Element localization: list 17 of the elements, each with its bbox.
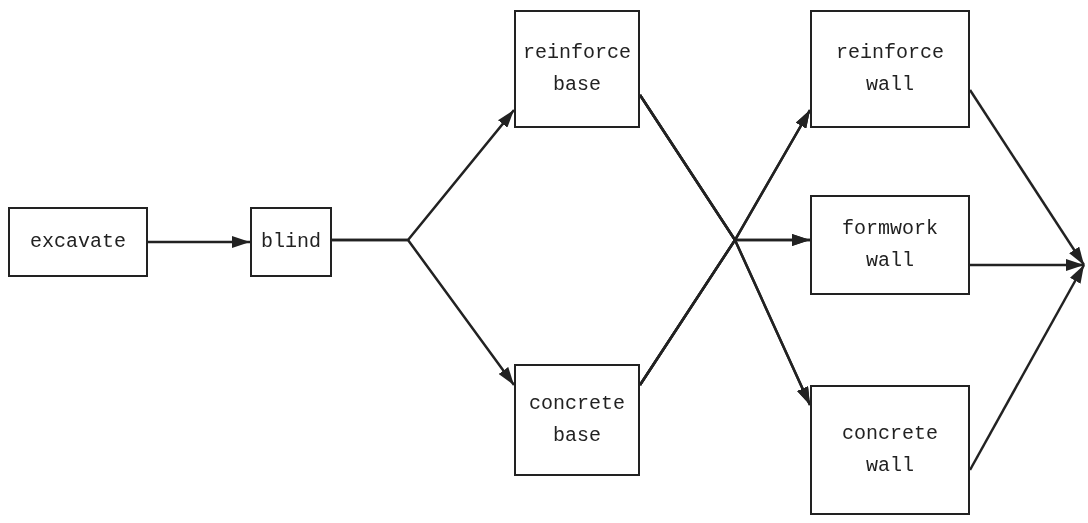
box-label: concrete wall — [841, 421, 939, 479]
box-label: concrete base — [528, 391, 626, 449]
process-box — [810, 10, 970, 128]
box-label: blind — [261, 229, 321, 255]
process-box — [514, 10, 640, 128]
arrow — [148, 236, 250, 248]
arrow — [970, 259, 1084, 271]
box-label: excavate — [30, 229, 126, 255]
arrow — [332, 238, 515, 386]
process-box — [8, 207, 148, 277]
process-box — [250, 207, 332, 277]
process-box — [514, 364, 640, 476]
box-label: reinforce base — [522, 40, 632, 98]
box-label: formwork wall — [841, 216, 939, 274]
box-label: reinforce wall — [835, 40, 945, 98]
process-box — [810, 385, 970, 515]
process-box — [810, 195, 970, 295]
